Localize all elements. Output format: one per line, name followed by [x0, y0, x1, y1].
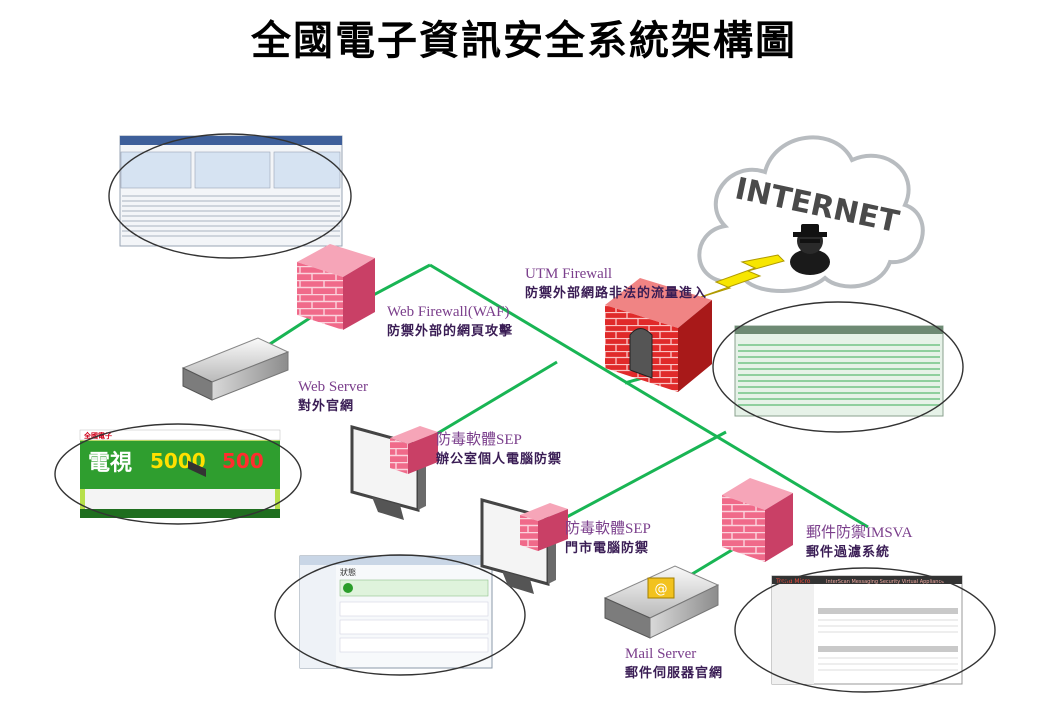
utm-log-screenshot: [712, 301, 964, 433]
sep-store-label: 防毒軟體SEP 門市電腦防禦: [565, 520, 651, 558]
sep-office-monitor-icon: [350, 425, 438, 520]
utm-firewall-icon: [605, 278, 712, 392]
svg-text:Trend Micro: Trend Micro: [775, 578, 811, 585]
mail-server-label: Mail Server 郵件伺服器官網: [625, 645, 723, 683]
imsva-label: 郵件防禦IMSVA 郵件過濾系統: [806, 524, 912, 562]
web-server-icon: [181, 337, 290, 478]
svg-text:電視: 電視: [88, 451, 132, 476]
waf-firewall-icon: [297, 244, 375, 330]
web-server-label: Web Server 對外官網: [298, 378, 368, 416]
node-desc: 對外官網: [298, 399, 355, 414]
svg-text:@: @: [655, 582, 668, 597]
node-desc: 郵件過濾系統: [806, 545, 891, 560]
mail-server-icon: @: [603, 565, 720, 639]
svg-text:InterScan Messaging Security V: InterScan Messaging Security Virtual App…: [826, 579, 944, 585]
node-desc: 門市電腦防禦: [565, 541, 650, 556]
link-sep2: [547, 430, 727, 529]
link-backbone: [429, 263, 869, 529]
imsva-screenshot: Trend Micro InterScan Messaging Security…: [734, 567, 996, 693]
link-sep1: [417, 360, 558, 447]
web-banner-screenshot: 全國電子 電視 5000 500: [54, 423, 302, 525]
sep-window-screenshot: 狀態: [274, 554, 526, 676]
monitor-screenshot: [108, 133, 352, 259]
node-desc: 防禦外部網路非法的流量進入: [525, 286, 708, 301]
node-name: 防毒軟體SEP: [436, 432, 522, 448]
node-desc: 防禦外部的網頁攻擊: [387, 324, 514, 339]
node-name: Web Server: [298, 379, 369, 395]
waf-label: Web Firewall(WAF) 防禦外部的網頁攻擊: [387, 303, 513, 341]
utm-firewall-label: UTM Firewall 防禦外部網路非法的流量進入: [525, 265, 707, 303]
node-name: UTM Firewall: [525, 266, 613, 282]
imsva-firewall-icon: [722, 478, 793, 562]
internet-cloud-icon: INTERNET: [697, 135, 925, 293]
hacker-icon: [790, 224, 830, 275]
svg-text:狀態: 狀態: [340, 567, 356, 577]
node-name: 防毒軟體SEP: [565, 521, 651, 537]
node-desc: 郵件伺服器官網: [625, 666, 724, 681]
page-title: 全國電子資訊安全系統架構圖: [251, 17, 797, 64]
sep-store-monitor-icon: [480, 498, 568, 594]
sep-office-label: 防毒軟體SEP 辦公室個人電腦防禦: [436, 431, 562, 469]
svg-text:500: 500: [222, 449, 264, 473]
node-name: Web Firewall(WAF): [387, 304, 510, 320]
node-desc: 辦公室個人電腦防禦: [436, 452, 563, 467]
node-name: 郵件防禦IMSVA: [806, 525, 913, 541]
lightning-icon: [691, 254, 785, 301]
node-name: Mail Server: [625, 646, 697, 662]
